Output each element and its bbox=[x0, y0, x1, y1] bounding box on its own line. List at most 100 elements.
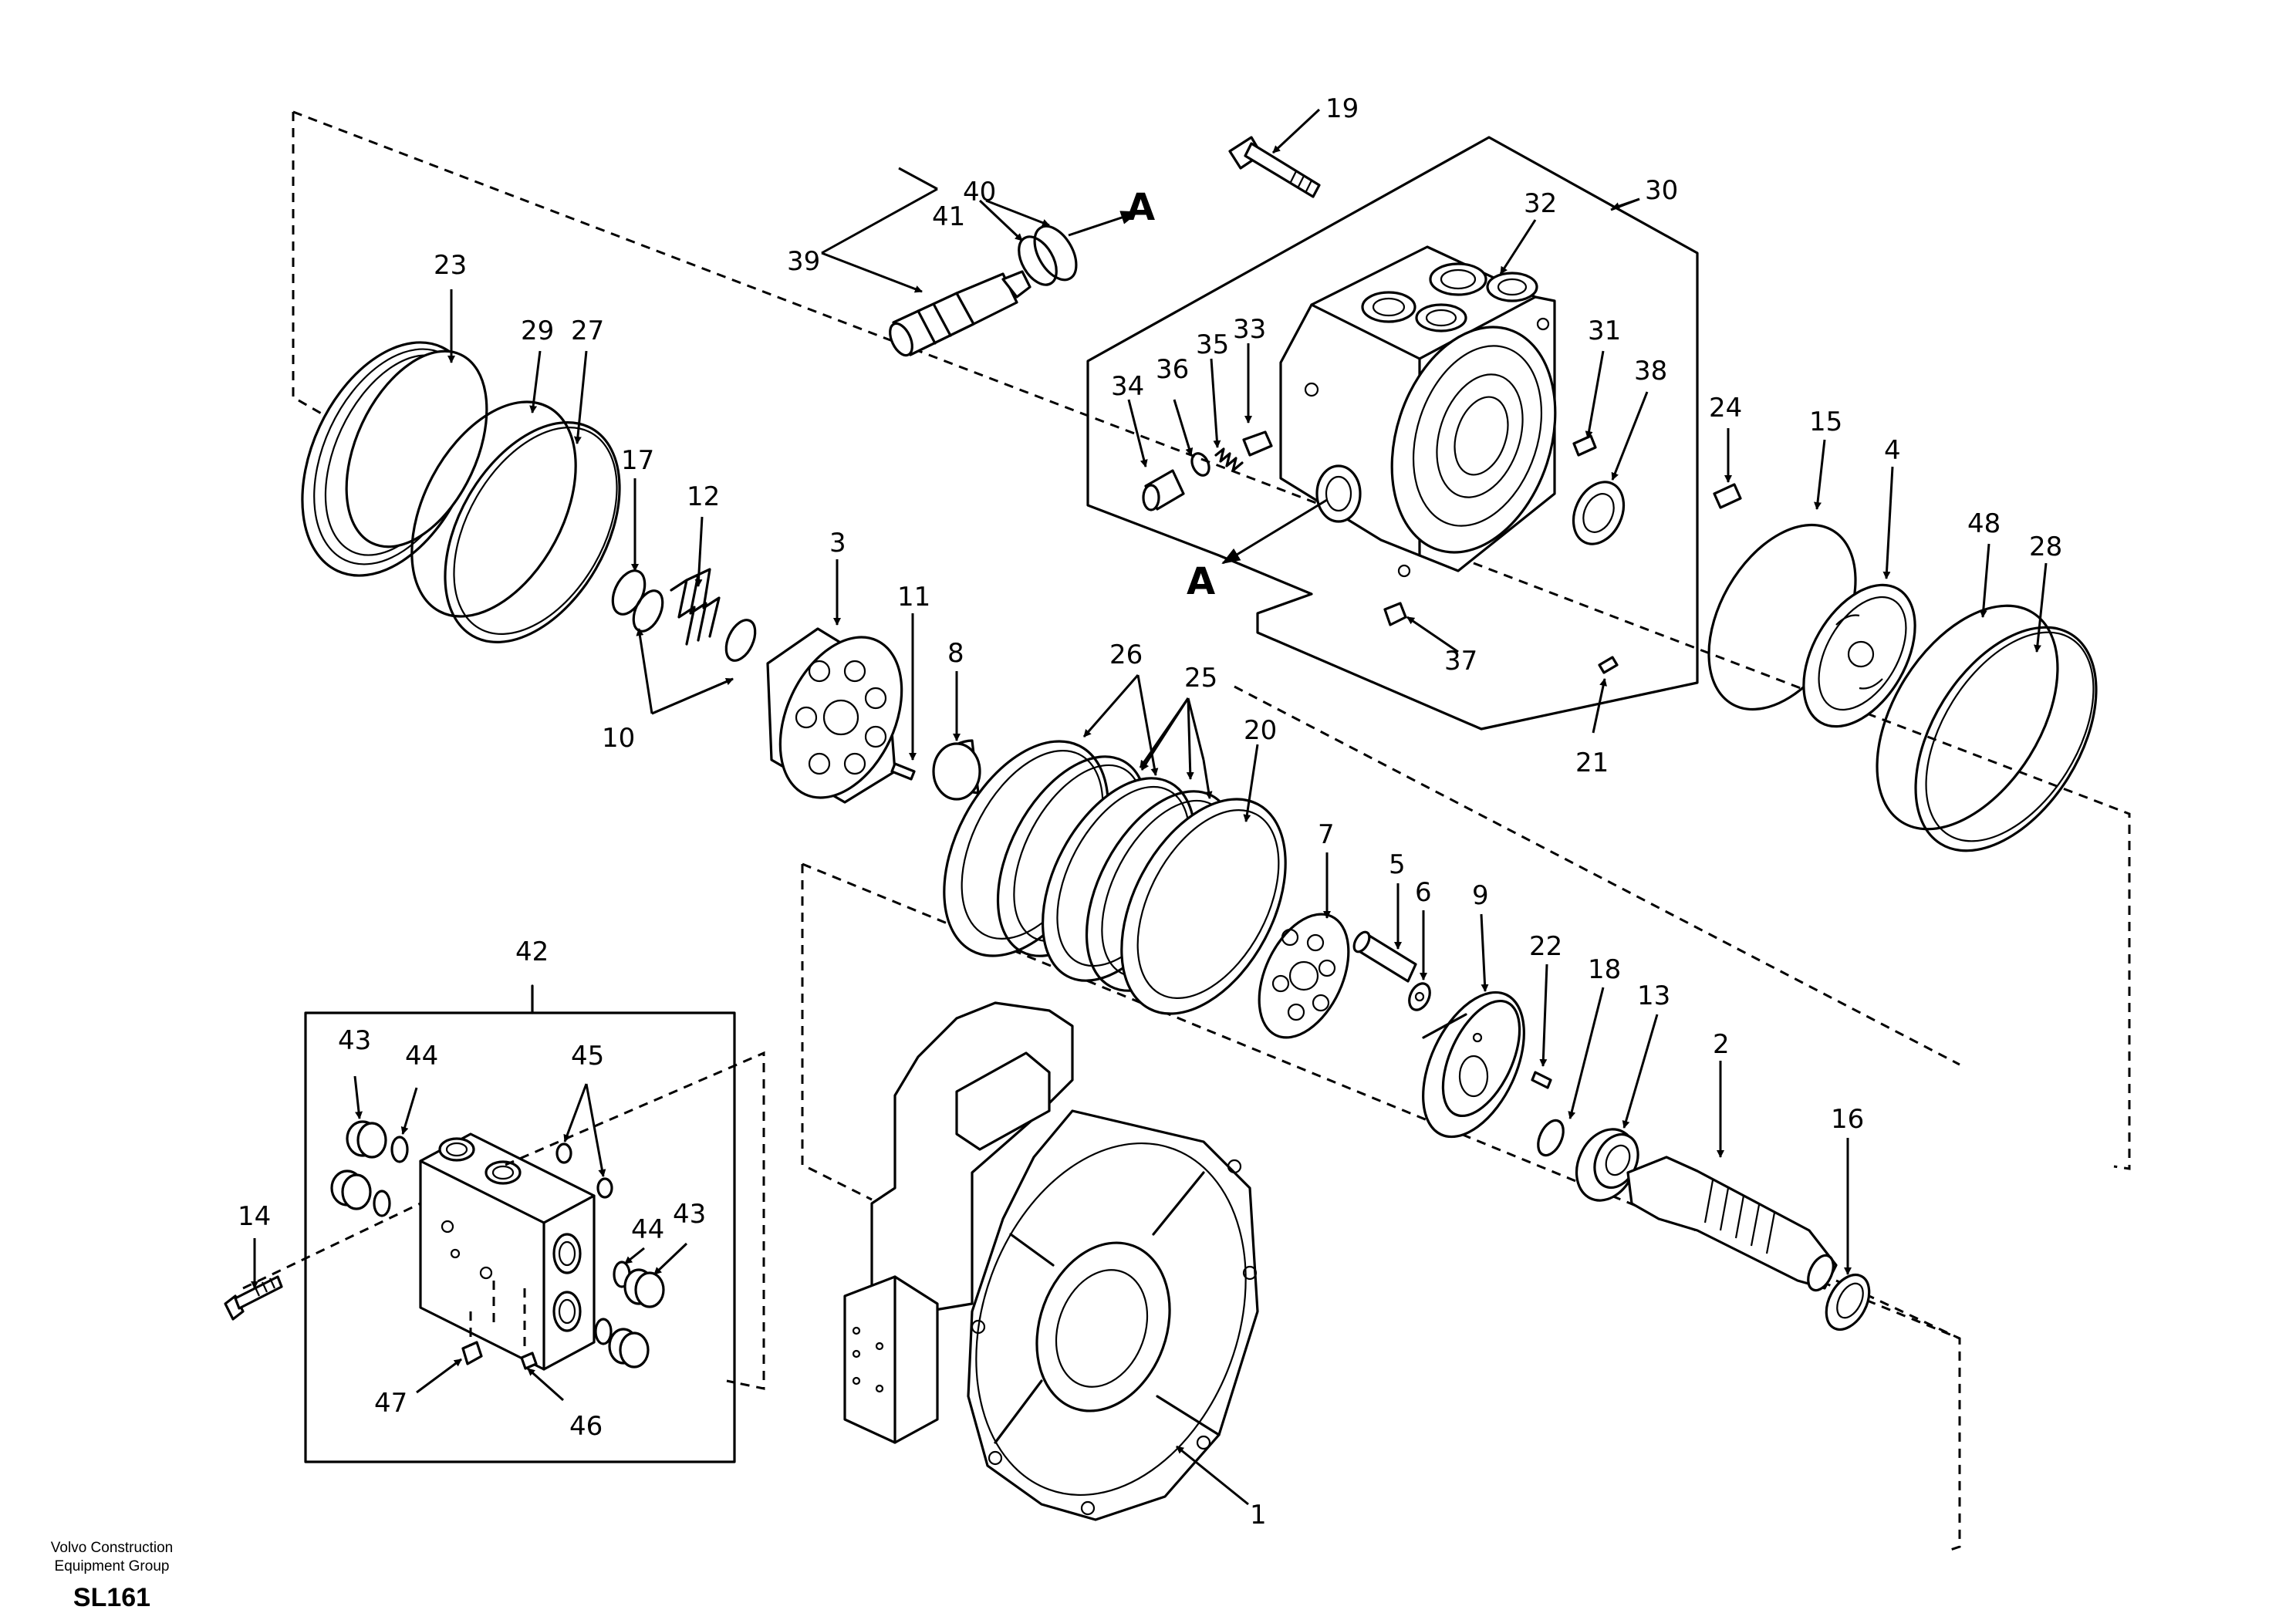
plug-47 bbox=[461, 1341, 483, 1365]
label-26: 26 bbox=[1109, 640, 1143, 670]
upper-assembly-outline bbox=[292, 110, 2131, 1170]
label-11: 11 bbox=[897, 582, 930, 613]
plug-43-lower-left bbox=[330, 1169, 391, 1217]
label-41: 41 bbox=[932, 201, 965, 232]
label-38: 38 bbox=[1634, 356, 1667, 386]
seal-16 bbox=[1825, 1274, 1871, 1331]
shaft-axis-line bbox=[1234, 685, 1960, 1066]
spring-35 bbox=[1214, 447, 1244, 472]
leader-lines bbox=[251, 108, 2048, 1506]
plug-37 bbox=[1383, 602, 1407, 626]
poppet-33 bbox=[1242, 430, 1273, 457]
bearing-38 bbox=[1572, 481, 1626, 545]
pin-11 bbox=[890, 762, 916, 781]
company-line-2: Equipment Group bbox=[55, 1558, 170, 1574]
label-43-left: 43 bbox=[338, 1025, 371, 1056]
footer-credit: Volvo Construction Equipment Group SL161 bbox=[51, 1540, 173, 1612]
label-25: 25 bbox=[1184, 663, 1217, 694]
label-4: 4 bbox=[1884, 435, 1901, 466]
label-44-right: 44 bbox=[631, 1214, 664, 1245]
label-23: 23 bbox=[434, 250, 467, 281]
label-27: 27 bbox=[571, 316, 604, 346]
bolt-19 bbox=[1228, 136, 1321, 198]
label-24: 24 bbox=[1709, 393, 1742, 424]
label-22: 22 bbox=[1529, 931, 1562, 962]
section-marker-upper: A bbox=[1126, 186, 1155, 229]
label-8: 8 bbox=[947, 638, 964, 669]
snap-ring-17 bbox=[611, 569, 647, 616]
ring-40 bbox=[1033, 224, 1078, 282]
label-21: 21 bbox=[1575, 748, 1609, 778]
label-36: 36 bbox=[1156, 354, 1189, 385]
label-30: 30 bbox=[1645, 175, 1678, 206]
plug-43-upper-left bbox=[346, 1120, 387, 1159]
lower-assembly-outline bbox=[801, 862, 1961, 1552]
kit-42-dash-lines bbox=[242, 1051, 765, 1390]
label-29: 29 bbox=[521, 316, 554, 346]
label-19: 19 bbox=[1325, 93, 1359, 124]
relief-valve-cartridge bbox=[889, 270, 1032, 357]
washer-10a bbox=[632, 589, 664, 633]
pin-21 bbox=[1598, 656, 1619, 674]
valve-housing bbox=[1279, 245, 1557, 578]
label-10: 10 bbox=[602, 723, 635, 754]
label-40: 40 bbox=[963, 177, 996, 208]
plug-34 bbox=[1142, 469, 1185, 511]
kit-42-frame bbox=[304, 984, 736, 1463]
label-47: 47 bbox=[374, 1388, 407, 1419]
plug-43-right bbox=[613, 1261, 665, 1308]
shaft-2 bbox=[1626, 1156, 1838, 1292]
label-42: 42 bbox=[515, 937, 549, 967]
piston-5 bbox=[1352, 930, 1417, 983]
swash-plate-9 bbox=[1422, 991, 1525, 1139]
label-2: 2 bbox=[1713, 1029, 1730, 1060]
section-marker-lower: A bbox=[1187, 560, 1215, 603]
oring-45-pair bbox=[555, 1142, 613, 1199]
snap-ring-18 bbox=[1537, 1119, 1565, 1157]
label-43-right: 43 bbox=[673, 1199, 706, 1230]
label-1: 1 bbox=[1250, 1500, 1267, 1531]
label-35: 35 bbox=[1196, 329, 1229, 360]
spring-12 bbox=[670, 568, 721, 646]
motor-casing-1 bbox=[843, 1001, 1259, 1521]
pin-22 bbox=[1531, 1071, 1552, 1089]
ring-28 bbox=[1914, 626, 2098, 852]
label-14: 14 bbox=[238, 1201, 271, 1232]
washer-10b bbox=[724, 619, 757, 662]
ring-29 bbox=[410, 400, 577, 618]
drawing-code: SL161 bbox=[73, 1583, 150, 1612]
shoe-6 bbox=[1408, 982, 1431, 1011]
label-45: 45 bbox=[571, 1041, 604, 1072]
plug-46 bbox=[520, 1352, 538, 1370]
ring-48 bbox=[1876, 604, 2059, 831]
label-17: 17 bbox=[621, 445, 654, 476]
cylinder-block-3 bbox=[766, 627, 903, 804]
label-48: 48 bbox=[1967, 508, 2001, 539]
label-7: 7 bbox=[1318, 819, 1335, 850]
label-44-left: 44 bbox=[405, 1041, 438, 1072]
part-number-labels: 1 2 3 4 5 6 7 8 9 10 11 12 13 14 15 16 1… bbox=[238, 93, 2062, 1531]
label-32: 32 bbox=[1524, 188, 1557, 219]
label-3: 3 bbox=[829, 528, 846, 559]
label-13: 13 bbox=[1637, 980, 1670, 1011]
plate-20 bbox=[1120, 798, 1287, 1015]
oring-36 bbox=[1190, 452, 1210, 477]
label-37: 37 bbox=[1444, 646, 1477, 677]
label-9: 9 bbox=[1472, 880, 1489, 911]
label-34: 34 bbox=[1111, 371, 1144, 402]
label-39: 39 bbox=[787, 246, 820, 277]
label-15: 15 bbox=[1809, 407, 1842, 437]
label-28: 28 bbox=[2029, 532, 2062, 562]
label-46: 46 bbox=[569, 1411, 603, 1442]
label-16: 16 bbox=[1831, 1104, 1864, 1135]
ring-41 bbox=[1018, 235, 1058, 286]
company-line-1: Volvo Construction bbox=[51, 1540, 173, 1556]
label-5: 5 bbox=[1389, 849, 1406, 880]
counterbalance-block bbox=[419, 1132, 596, 1371]
shoe-plate-7 bbox=[1258, 913, 1350, 1039]
label-12: 12 bbox=[687, 481, 720, 512]
valve-plate-4 bbox=[1802, 583, 1916, 728]
ball-guide-8 bbox=[932, 739, 981, 801]
section-markers: A A bbox=[1126, 186, 1215, 603]
valve-block-group-outline bbox=[1086, 136, 1699, 731]
